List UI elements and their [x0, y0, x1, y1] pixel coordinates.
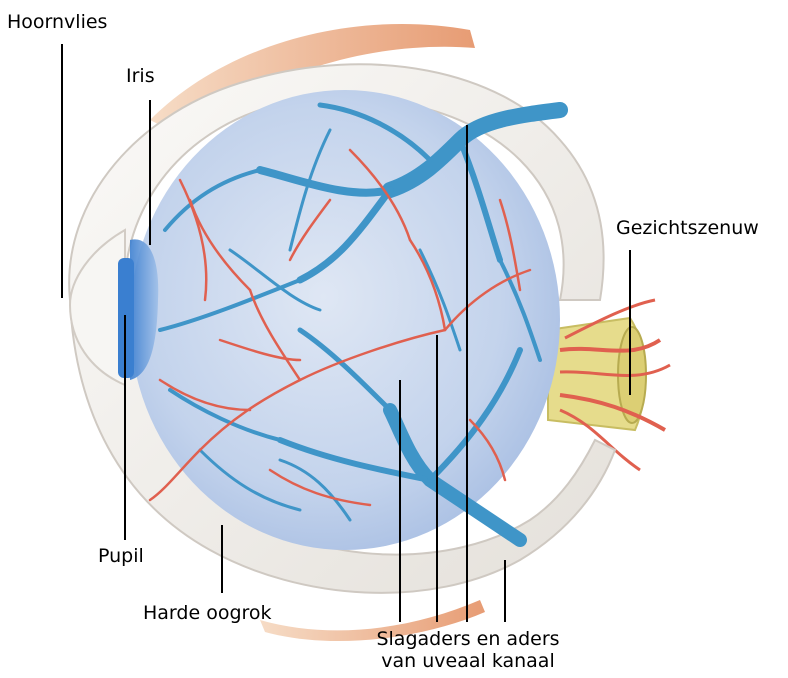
label-pupil: Pupil [98, 546, 144, 568]
label-vessels: Slagaders en aders van uveaal kanaal [352, 629, 584, 673]
label-optic-nerve: Gezichtszenuw [616, 218, 759, 240]
label-vessels-line2: van uveaal kanaal [352, 651, 584, 673]
optic-nerve [548, 300, 670, 470]
label-sclera: Harde oogrok [143, 603, 272, 625]
label-vessels-line1: Slagaders en aders [352, 629, 584, 651]
label-iris: Iris [126, 66, 155, 88]
label-cornea: Hoornvlies [7, 12, 107, 34]
